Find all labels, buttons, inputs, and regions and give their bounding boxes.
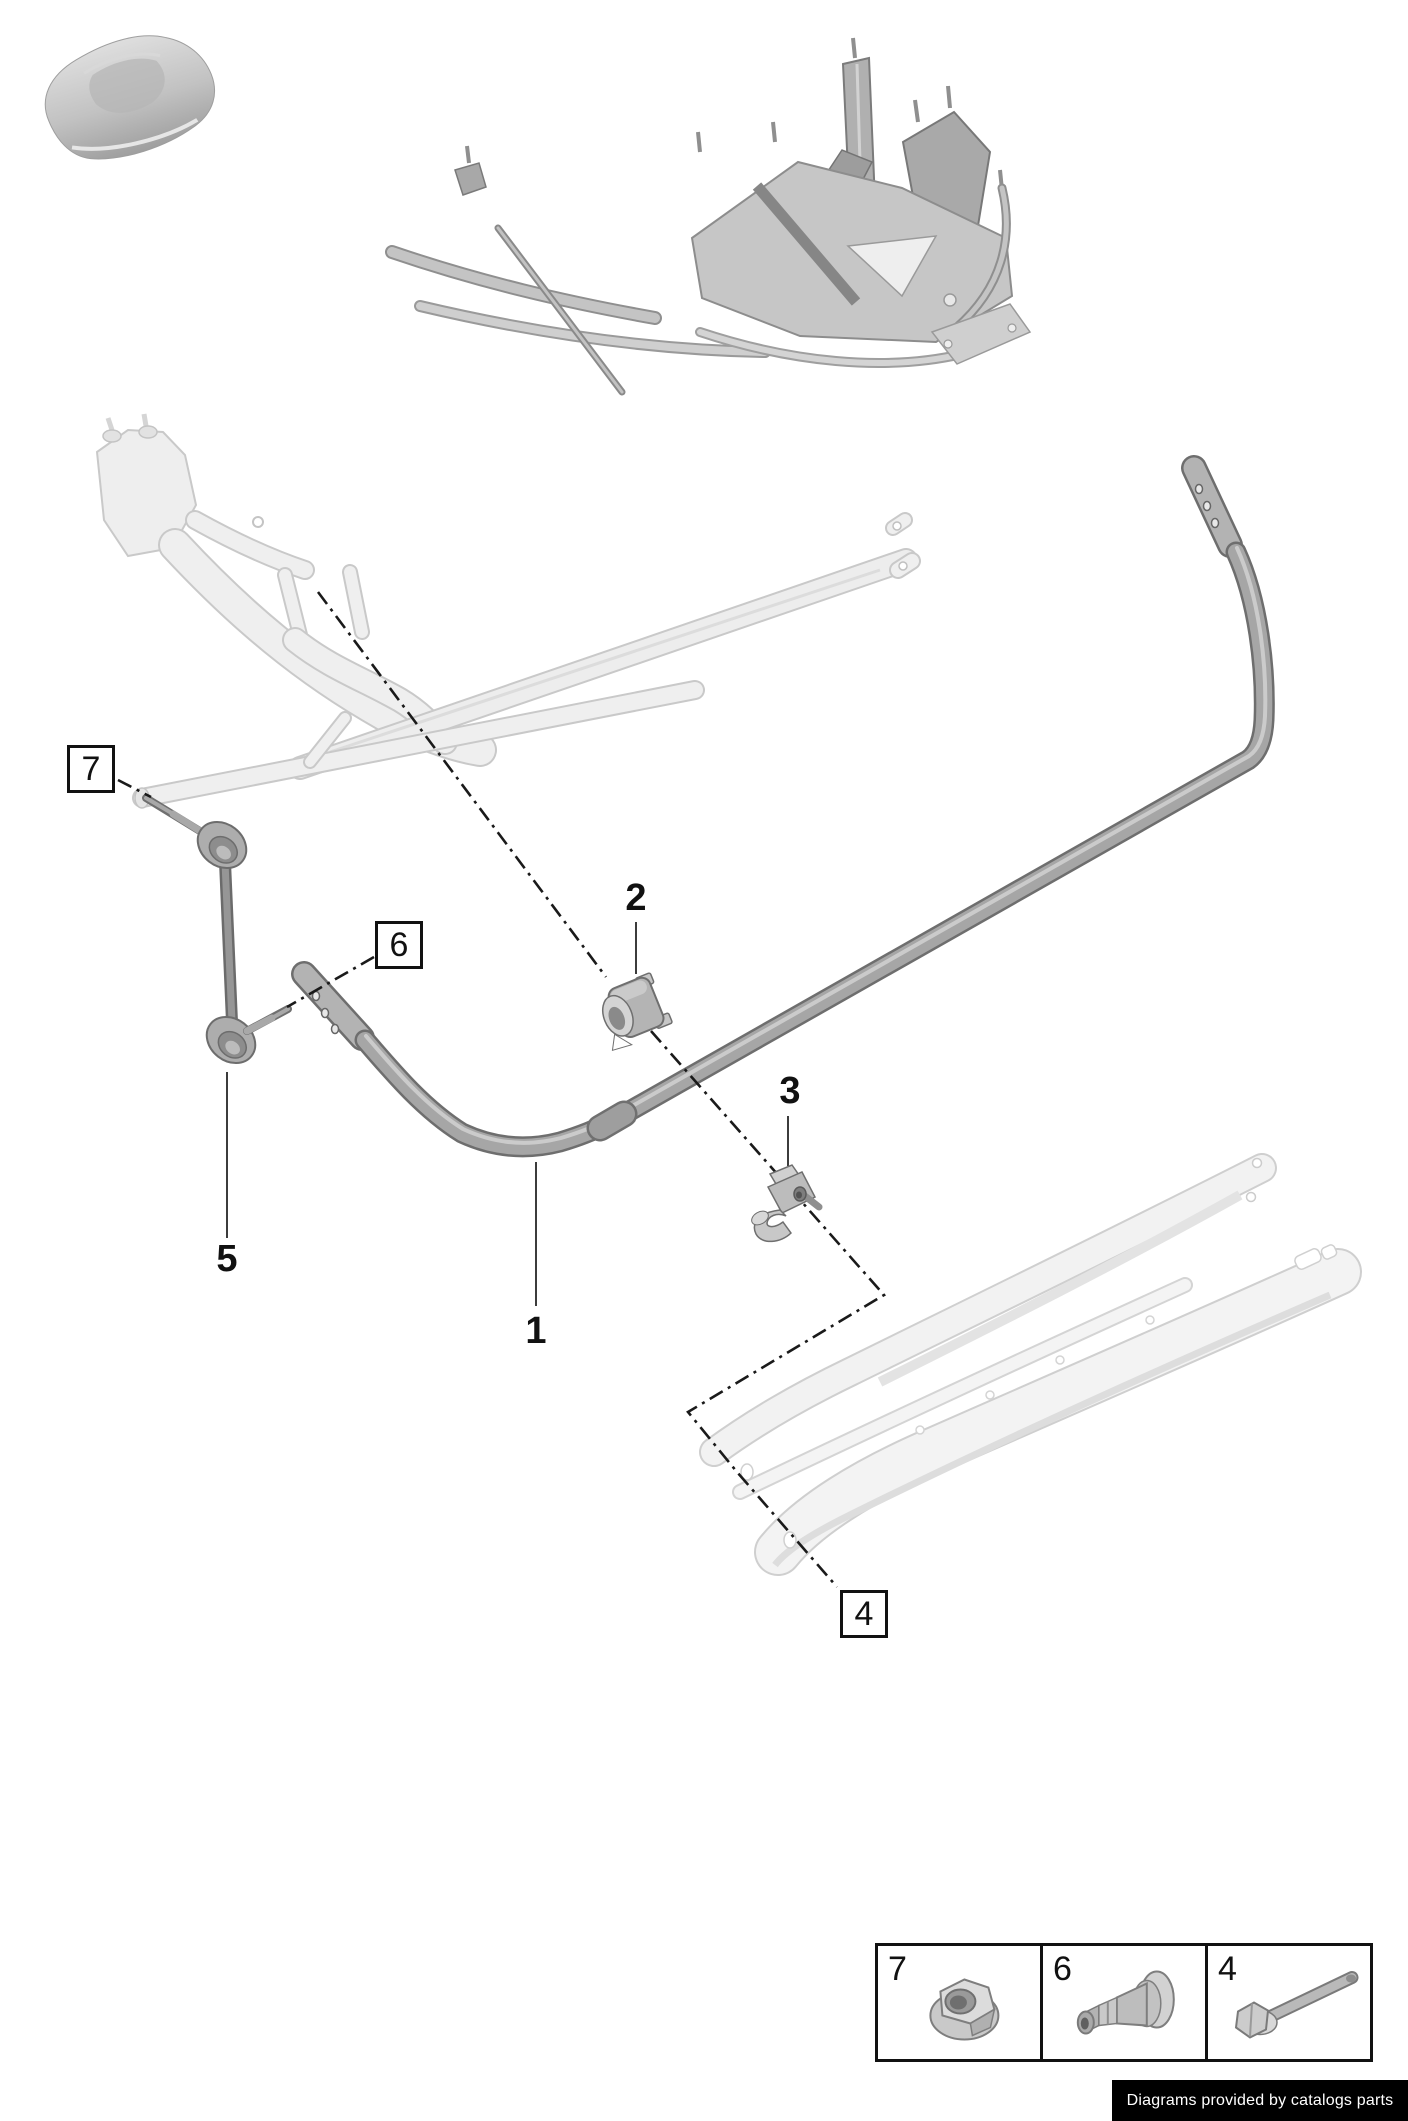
car-silhouette — [44, 35, 215, 160]
callout-5-link[interactable]: 5 — [216, 1238, 238, 1280]
front-axle-carrier-assembly — [385, 37, 1032, 396]
legend-cell-bolt[interactable]: 4 — [1205, 1946, 1370, 2059]
callout-box-7-nut[interactable]: 7 — [67, 745, 115, 793]
legend-cell-sleeve[interactable]: 6 — [1040, 1946, 1205, 2059]
watermark-text: Diagrams provided by catalogs parts — [1126, 2091, 1394, 2109]
stabilizer-clamp[interactable] — [749, 1164, 823, 1243]
sill-reference — [699, 1153, 1362, 1576]
sleeve-nut-icon — [1069, 1960, 1189, 2055]
legend-cell-nut[interactable]: 7 — [878, 1946, 1040, 2059]
legend-label-6: 6 — [1053, 1950, 1072, 1988]
callout-2-bushing[interactable]: 2 — [625, 877, 647, 919]
callout-1-stabilizer-bar[interactable]: 1 — [525, 1310, 547, 1352]
legend-label-7: 7 — [888, 1950, 907, 1988]
legend-label-4: 4 — [1218, 1950, 1237, 1988]
flange-nut-icon — [908, 1962, 1018, 2053]
stabilizer-bushing[interactable] — [591, 972, 675, 1052]
stabilizer-link[interactable] — [142, 794, 292, 1073]
callout-box-6-sleeve[interactable]: 6 — [375, 921, 423, 969]
subframe-reference — [95, 413, 921, 809]
stabilizer-bar[interactable] — [291, 455, 1275, 1158]
label-leaders — [226, 922, 789, 1306]
hex-bolt-icon — [1220, 1960, 1370, 2055]
leader-lines — [117, 591, 887, 1588]
callout-box-4-bolt[interactable]: 4 — [840, 1590, 888, 1638]
fastener-legend-table: 7 6 4 — [875, 1943, 1373, 2062]
watermark-bar: Diagrams provided by catalogs parts — [1112, 2080, 1408, 2121]
callout-3-clamp[interactable]: 3 — [779, 1070, 801, 1112]
